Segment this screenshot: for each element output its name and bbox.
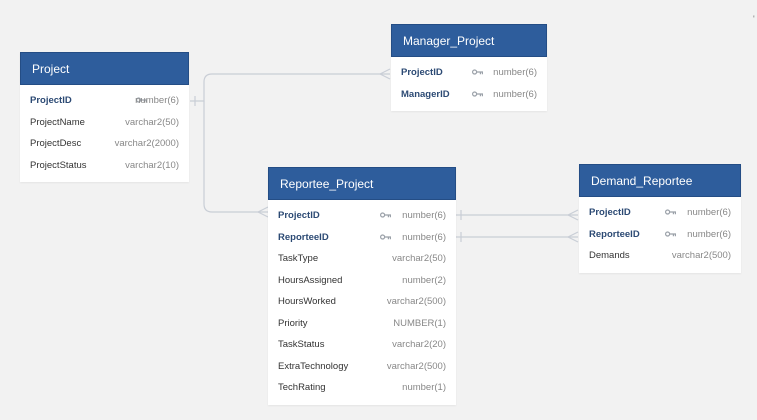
crowfoot-demand-2	[567, 231, 579, 243]
field-type: number(6)	[402, 231, 446, 243]
field-row: ProjectID number(6)	[268, 205, 456, 227]
key-icon	[380, 233, 391, 240]
field-name: ProjectID	[589, 207, 631, 218]
field-row: ProjectStatus varchar2(10)	[20, 155, 189, 177]
field-type: NUMBER(1)	[393, 317, 446, 329]
field-type: number(6)	[402, 210, 446, 221]
field-name: ProjectName	[30, 116, 85, 128]
field-type: varchar2(20)	[392, 339, 446, 350]
field-row: TaskStatus varchar2(20)	[268, 334, 456, 356]
field-name: TaskStatus	[278, 339, 325, 350]
field-name: ReporteeID	[278, 231, 329, 243]
field-row: HoursWorked varchar2(500)	[268, 291, 456, 313]
field-row: Demands varchar2(500)	[579, 245, 741, 267]
entity-title: Reportee_Project	[268, 167, 456, 200]
field-type: number(6)	[687, 228, 731, 240]
entity-fields: ProjectID number(6) ManagerID number(6)	[391, 57, 547, 111]
entity-fields: ProjectID number(6) ReporteeID number(6) Dem…	[579, 197, 741, 273]
crowfoot-reportee	[257, 206, 269, 218]
corner-mark: '	[753, 14, 755, 24]
field-name: HoursWorked	[278, 296, 336, 307]
field-row: ProjectDesc varchar2(2000)	[20, 133, 189, 155]
key-icon	[136, 97, 147, 103]
field-name: ProjectDesc	[30, 138, 82, 149]
field-name: TechRating	[278, 382, 326, 393]
entity-fields: ProjectID number(6) ReporteeID number(6) Tas…	[268, 200, 456, 405]
field-type: number(6)	[687, 207, 731, 218]
key-icon	[665, 209, 676, 215]
crowfoot-demand-1	[567, 209, 579, 221]
entity-title: Manager_Project	[391, 24, 547, 57]
key-icon	[380, 212, 391, 218]
field-name: ExtraTechnology	[278, 360, 349, 372]
field-type: varchar2(50)	[392, 253, 446, 264]
field-name: ProjectID	[30, 95, 72, 106]
link-project-manager	[190, 73, 390, 102]
field-row: TechRating number(1)	[268, 377, 456, 399]
field-name: ReporteeID	[589, 228, 640, 240]
crowfoot-manager	[379, 68, 391, 80]
field-row: Priority NUMBER(1)	[268, 313, 456, 335]
field-type: number(6)	[493, 67, 537, 78]
field-row: ProjectID number(6)	[20, 90, 189, 112]
key-icon	[472, 90, 483, 97]
field-row: ReporteeID number(6)	[268, 227, 456, 249]
field-row: ExtraTechnology varchar2(500)	[268, 356, 456, 378]
field-row: ProjectID number(6)	[391, 62, 547, 84]
field-type: varchar2(500)	[671, 250, 731, 261]
field-type: number(6)	[135, 95, 179, 106]
field-type: varchar2(50)	[125, 116, 179, 128]
field-type: number(1)	[402, 382, 446, 393]
field-row: ProjectID number(6)	[579, 202, 741, 224]
key-icon	[472, 69, 483, 75]
link-project-reportee	[203, 101, 268, 213]
field-type: varchar2(500)	[386, 360, 446, 372]
field-row: ManagerID number(6)	[391, 84, 547, 106]
field-type: varchar2(500)	[386, 296, 446, 307]
field-name: ProjectStatus	[30, 159, 87, 171]
key-icon	[665, 230, 676, 237]
field-type: varchar2(10)	[125, 159, 179, 171]
field-name: Priority	[278, 317, 308, 329]
field-row: TaskType varchar2(50)	[268, 248, 456, 270]
field-name: ProjectID	[401, 67, 443, 78]
entity-title: Project	[20, 52, 189, 85]
entity-title: Demand_Reportee	[579, 164, 741, 197]
field-type: number(2)	[402, 274, 446, 286]
field-row: ProjectName varchar2(50)	[20, 112, 189, 134]
field-name: TaskType	[278, 253, 319, 264]
entity-fields: ProjectID number(6) ProjectName varchar2(50…	[20, 85, 189, 182]
field-name: ManagerID	[401, 88, 450, 100]
field-row: HoursAssigned number(2)	[268, 270, 456, 292]
field-name: HoursAssigned	[278, 274, 343, 286]
field-type: number(6)	[493, 88, 537, 100]
field-row: ReporteeID number(6)	[579, 224, 741, 246]
field-name: Demands	[589, 250, 630, 261]
field-name: ProjectID	[278, 210, 320, 221]
field-type: varchar2(2000)	[114, 138, 179, 149]
